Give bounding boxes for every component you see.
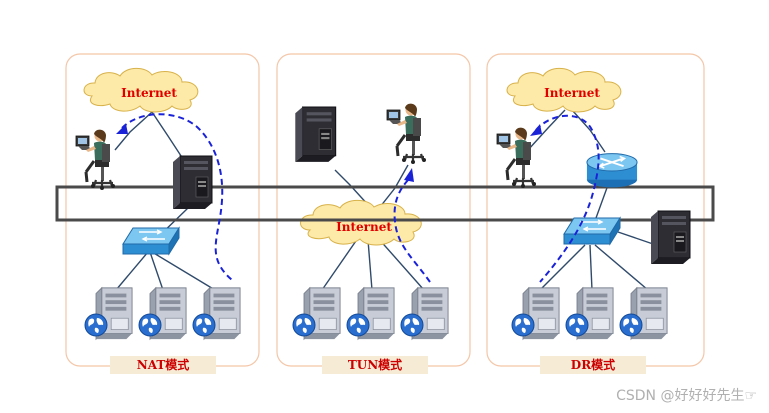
cloud-label-nat: Internet	[121, 86, 177, 100]
arrowhead-nat	[116, 124, 128, 134]
flow-path-dr	[535, 114, 600, 283]
globe-icon	[292, 313, 316, 337]
request-flow-paths	[121, 113, 600, 283]
router-icon-dr	[585, 152, 639, 189]
arrowhead-dr	[530, 124, 542, 136]
globe-icon	[400, 313, 424, 337]
globe-icon	[346, 313, 370, 337]
watermark: CSDN @好好好先生☞	[616, 388, 757, 404]
internet-cloud-dr: Internet	[506, 67, 622, 113]
mode-label-text-tun: TUN模式	[348, 357, 402, 372]
globe-icon	[619, 313, 643, 337]
mode-label-tun: TUN模式	[322, 356, 428, 374]
mode-label-text-nat: NAT模式	[137, 357, 190, 372]
internet-cloud-nat: Internet	[83, 67, 199, 113]
mode-label-text-dr: DR模式	[571, 357, 615, 372]
real-servers-tun	[292, 287, 449, 340]
switch-icon-nat	[122, 227, 180, 255]
director-band	[55, 185, 715, 222]
client-user-icon-dr	[495, 126, 538, 188]
globe-icon	[138, 313, 162, 337]
globe-icon	[565, 313, 589, 337]
mode-label-nat: NAT模式	[110, 356, 216, 374]
mode-label-dr: DR模式	[540, 356, 646, 374]
real-servers-nat	[84, 287, 241, 340]
globe-icon	[84, 313, 108, 337]
flow-path-tun	[393, 177, 431, 283]
flow-arrowheads	[116, 124, 542, 182]
cloud-label-dr: Internet	[544, 86, 600, 100]
real-servers-dr	[511, 287, 668, 340]
arrowhead-tun	[404, 168, 414, 182]
network-links	[114, 109, 657, 291]
client-user-icon-tun	[385, 102, 428, 164]
globe-icon	[192, 313, 216, 337]
cloud-label-tun: Internet	[336, 220, 392, 234]
director-server-icon-tun	[294, 106, 337, 163]
internet-cloud-tun: Internet	[300, 199, 422, 246]
globe-icon	[511, 313, 535, 337]
client-user-icon-nat	[74, 128, 117, 190]
director-server-icon-dr	[650, 210, 691, 265]
director-server-icon-nat	[172, 155, 213, 210]
